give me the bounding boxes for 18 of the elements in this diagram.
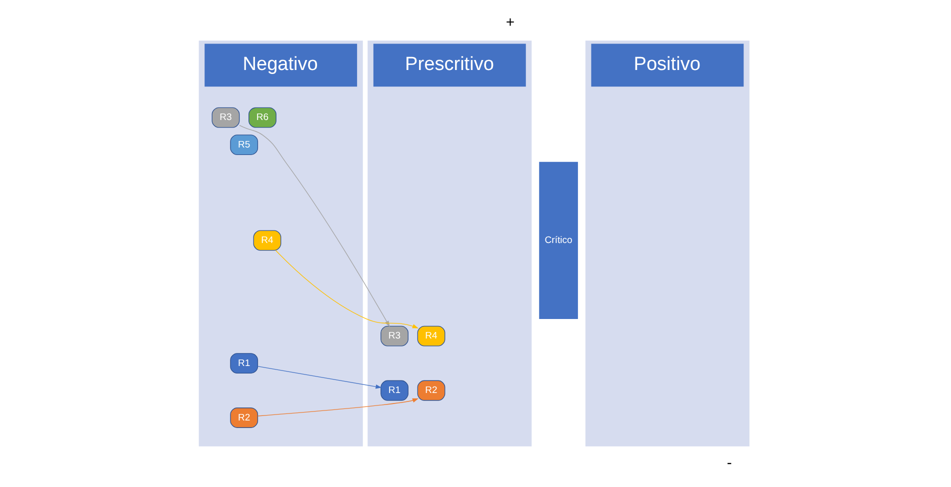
arrow [275, 250, 419, 328]
node-box: R4 [417, 326, 446, 346]
arrow [239, 124, 390, 327]
arrow [257, 366, 382, 389]
node-box: R2 [230, 408, 258, 428]
node-box: R3 [212, 107, 240, 128]
node-box: R5 [230, 134, 258, 156]
node-box: Crítico [539, 162, 578, 320]
node-box: R3 [380, 326, 408, 346]
node-box: R2 [417, 380, 446, 401]
node-box: Positivo [585, 40, 750, 446]
arrow [258, 398, 419, 416]
node-box: R4 [253, 230, 282, 251]
node-box: R6 [248, 107, 276, 128]
label: - [726, 454, 732, 472]
node-box: R1 [230, 353, 258, 374]
node-box: R1 [380, 380, 408, 401]
label: + [506, 14, 515, 32]
